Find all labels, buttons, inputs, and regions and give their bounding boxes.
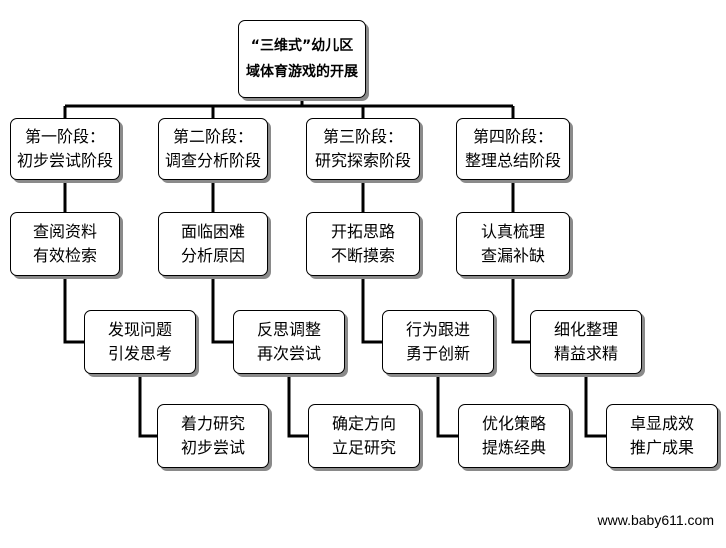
step-line: 细化整理 (553, 320, 618, 339)
step-elbow-line-4 (287, 374, 308, 438)
step-line: 不断摸索 (330, 246, 395, 265)
step-elbow-line-1 (63, 276, 84, 344)
stage-3-subtitle: 研究探索阶段 (314, 151, 411, 170)
step-elbow-line-8 (584, 374, 606, 438)
step-line: 认真梳理 (480, 222, 545, 241)
stage-2-subtitle: 调查分析阶段 (164, 151, 261, 170)
stage-1-step-3: 着力研究 初步尝试 (157, 404, 269, 468)
step-line: 查漏补缺 (480, 246, 545, 265)
step-line: 反思调整 (256, 320, 321, 339)
step-line: 查阅资料 (32, 222, 97, 241)
stage-4-step-1: 认真梳理 查漏补缺 (456, 212, 570, 276)
step-elbow-line-2 (138, 374, 157, 438)
step-line: 行为跟进 (405, 320, 470, 339)
step-line: 引发思考 (107, 344, 172, 363)
step-line: 精益求精 (553, 344, 618, 363)
step-elbow-line-5 (361, 276, 382, 344)
step-line: 有效检索 (32, 246, 97, 265)
stage-1-step-2: 发现问题 引发思考 (84, 310, 196, 374)
stage-2-step-3: 确定方向 立足研究 (308, 404, 420, 468)
stage-2-step-1: 面临困难 分析原因 (158, 212, 268, 276)
step-elbow-line-6 (436, 374, 458, 438)
step-line: 初步尝试 (180, 438, 245, 457)
step-line: 发现问题 (107, 320, 172, 339)
step-line: 确定方向 (331, 414, 396, 433)
stage-1-node: 第一阶段： 初步尝试阶段 (10, 118, 120, 180)
step-line: 提炼经典 (481, 438, 546, 457)
step-line: 分析原因 (180, 246, 245, 265)
stage-3-step-2: 行为跟进 勇于创新 (382, 310, 494, 374)
stage-2-title: 第二阶段： (172, 127, 253, 146)
step-line: 推广成果 (629, 438, 694, 457)
step-elbow-line-7 (511, 276, 530, 344)
stage-2-node: 第二阶段： 调查分析阶段 (158, 118, 268, 180)
step-elbow-line-3 (211, 276, 233, 344)
step-line: 卓显成效 (629, 414, 694, 433)
step-line: 开拓思路 (330, 222, 395, 241)
stage-1-subtitle: 初步尝试阶段 (16, 151, 113, 170)
stage-1-title: 第一阶段： (24, 127, 105, 146)
root-node: “三维式”幼儿区 域体育游戏的开展 (238, 20, 366, 98)
stage-3-title: 第三阶段： (322, 127, 403, 146)
step-line: 再次尝试 (256, 344, 321, 363)
stage-4-step-3: 卓显成效 推广成果 (606, 404, 718, 468)
stage-4-title: 第四阶段： (472, 127, 553, 146)
step-line: 着力研究 (180, 414, 245, 433)
step-line: 面临困难 (180, 222, 245, 241)
stage-1-step-1: 查阅资料 有效检索 (10, 212, 120, 276)
step-line: 勇于创新 (405, 344, 470, 363)
stage-3-step-3: 优化策略 提炼经典 (458, 404, 570, 468)
stage-4-step-2: 细化整理 精益求精 (530, 310, 642, 374)
footer-url: www.baby611.com (597, 512, 714, 528)
root-line-2: 域体育游戏的开展 (246, 64, 358, 80)
stage-3-step-1: 开拓思路 不断摸索 (306, 212, 420, 276)
stage-4-subtitle: 整理总结阶段 (464, 151, 561, 170)
stage-2-step-2: 反思调整 再次尝试 (233, 310, 345, 374)
root-line-1: “三维式”幼儿区 (250, 38, 354, 54)
stage-4-node: 第四阶段： 整理总结阶段 (456, 118, 570, 180)
stage-3-node: 第三阶段： 研究探索阶段 (306, 118, 420, 180)
step-line: 立足研究 (331, 438, 396, 457)
step-line: 优化策略 (481, 414, 546, 433)
